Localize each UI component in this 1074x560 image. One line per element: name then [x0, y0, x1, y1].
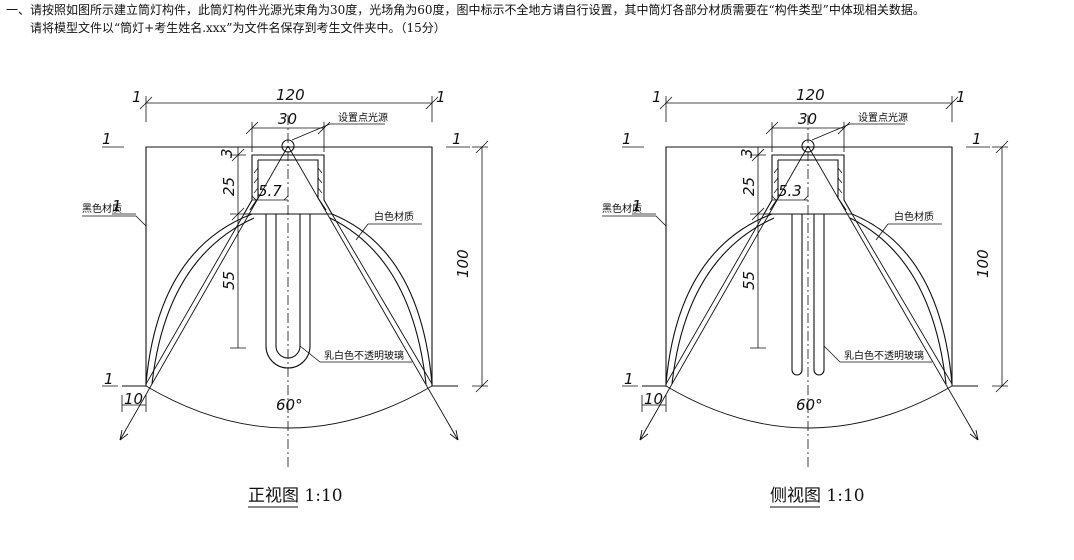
dim-57-line	[251, 195, 289, 201]
point-light-source	[281, 139, 295, 153]
tick-mid: 1	[112, 197, 122, 215]
lamp-tube-outer	[265, 214, 311, 369]
dim-field-angle: 60°	[796, 396, 823, 414]
dim-30-line	[765, 121, 851, 152]
lamp-tube-left	[791, 214, 803, 376]
dim-field-angle: 60°	[276, 396, 303, 414]
lamp-tube-inner	[275, 214, 301, 359]
beam-lines	[639, 145, 979, 441]
reflector-dome	[145, 213, 433, 385]
leader-black	[82, 215, 147, 227]
dim-neck-height: 25	[220, 177, 238, 196]
dim-30: 30	[798, 110, 817, 128]
dim-flange-right: 1	[436, 88, 446, 106]
dim-120-line	[139, 96, 439, 122]
dim-top-gap: 3	[738, 148, 756, 158]
label-white-material: 白色材质	[374, 210, 414, 223]
beam-arrows	[119, 429, 459, 441]
housing-outline	[122, 146, 458, 387]
dim-100-line	[992, 140, 1009, 393]
tick-right: 1	[972, 130, 982, 148]
tick-mid: 1	[632, 197, 642, 215]
front-view: 120 30 1 1 3 25 5.7 55 100 10 60° 1 1 1 …	[82, 86, 489, 508]
leader-glass	[299, 345, 412, 363]
housing-inner	[145, 383, 433, 386]
dim-vertical-left	[230, 147, 246, 349]
leader-black	[602, 215, 667, 227]
tick-right: 1	[452, 130, 462, 148]
socket-hatch	[773, 167, 843, 194]
tick-left-bottom: 1	[104, 370, 114, 388]
label-black-material: 黑色材质	[602, 202, 642, 215]
beam-arrows	[639, 429, 979, 441]
label-light-source: 设置点光源	[858, 111, 908, 124]
leader-light-source	[291, 123, 385, 141]
reflector-dome-inner	[151, 217, 427, 385]
leader-light-source	[811, 123, 905, 141]
dim-bottom-lip: 10	[124, 390, 143, 408]
dim-total-height: 100	[974, 249, 992, 278]
side-ticks	[102, 146, 470, 387]
field-angle-arc	[665, 385, 953, 429]
dim-lamp-offset: 5.7	[258, 182, 282, 200]
dim-30-line	[245, 121, 331, 152]
point-light-source	[801, 139, 815, 153]
dim-120: 120	[796, 86, 825, 104]
dim-total-height: 100	[454, 249, 472, 278]
instruction-line-2: 请将模型文件以“筒灯+考生姓名.xxx”为文件名保存到考生文件夹中。（15分）	[30, 21, 446, 35]
dim-top-gap: 3	[218, 148, 236, 158]
label-white-material: 白色材质	[894, 210, 934, 223]
lamp-tube-right	[813, 214, 825, 376]
dim-lamp-length: 55	[220, 271, 238, 290]
label-black-material: 黑色材质	[82, 202, 122, 215]
dim-100-line	[472, 140, 489, 393]
label-light-source: 设置点光源	[338, 111, 388, 124]
dim-10-line	[641, 395, 667, 412]
caption-front-view: 正视图 1:10	[248, 486, 343, 506]
caption-side-view: 侧视图 1:10	[770, 486, 865, 506]
tick-left-top: 1	[622, 130, 632, 148]
leader-glass	[823, 345, 932, 363]
label-milky-glass: 乳白色不透明玻璃	[844, 349, 924, 362]
dim-53-line	[771, 195, 809, 201]
leader-white	[355, 223, 422, 241]
field-angle-arc	[145, 385, 433, 429]
side-view: 120 30 1 1 3 25 5.3 55 100 10 60° 1 1 1 …	[602, 86, 1009, 508]
dim-flange-left: 1	[132, 88, 142, 106]
housing-outline	[642, 146, 978, 387]
dim-120: 120	[276, 86, 305, 104]
dim-120-line	[659, 96, 959, 122]
dim-flange-right: 1	[956, 88, 966, 106]
dim-30: 30	[278, 110, 297, 128]
socket-hatch	[253, 167, 323, 194]
dim-lamp-offset: 5.3	[778, 182, 802, 200]
dim-10-line	[121, 395, 147, 412]
reflector-dome	[665, 213, 953, 385]
tick-left-bottom: 1	[624, 370, 634, 388]
dim-flange-left: 1	[652, 88, 662, 106]
dim-neck-height: 25	[740, 177, 758, 196]
leader-white	[875, 223, 942, 241]
dim-vertical-left	[750, 147, 766, 349]
instruction-line-1: 一、请按照如图所示建立筒灯构件，此筒灯构件光源光束角为30度，光场角为60度，图…	[6, 3, 925, 17]
reflector-dome-inner	[671, 217, 947, 385]
label-milky-glass: 乳白色不透明玻璃	[324, 349, 404, 362]
side-ticks	[622, 146, 990, 387]
tick-left-top: 1	[102, 130, 112, 148]
dim-lamp-length: 55	[740, 271, 758, 290]
beam-lines	[119, 145, 459, 441]
dim-bottom-lip: 10	[644, 390, 663, 408]
